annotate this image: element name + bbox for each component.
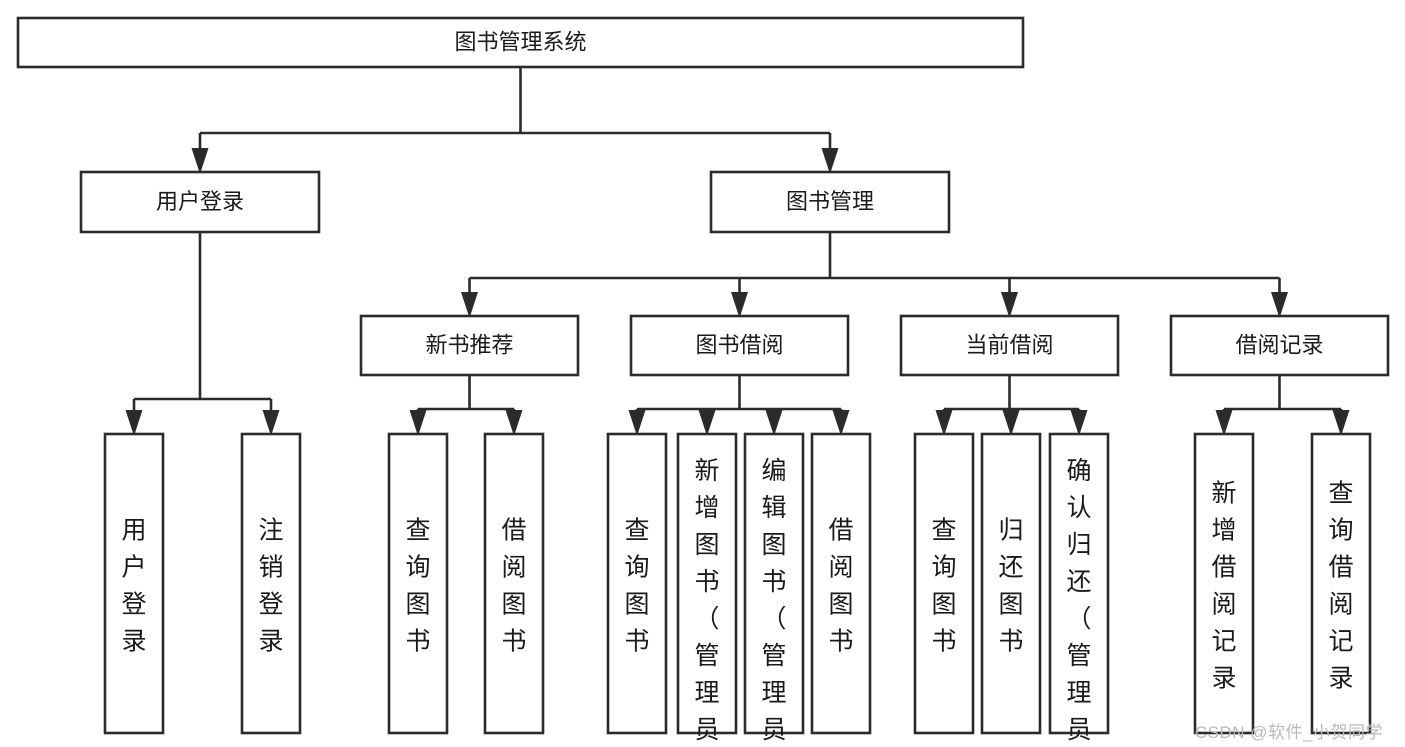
arrow-head-leaf-query-book-1 xyxy=(409,410,427,436)
arrow-head-leaf-user-login xyxy=(125,410,143,436)
node-leaf-add-record[interactable]: 新增借阅记录 xyxy=(1193,432,1255,735)
node-leaf-edit-book[interactable]: 编辑图书（管理员） xyxy=(743,432,805,747)
node-box-new-book-rec[interactable] xyxy=(359,314,580,377)
node-leaf-borrow-book-2[interactable]: 借阅图书 xyxy=(810,432,872,735)
node-box-book-manage[interactable] xyxy=(709,170,951,234)
node-leaf-user-login[interactable]: 用户登录 xyxy=(103,432,165,735)
node-leaf-return-book[interactable]: 归还图书 xyxy=(980,432,1042,735)
node-label-user-login: 用户登录 xyxy=(156,189,244,214)
arrow-head-leaf-edit-book xyxy=(765,410,783,436)
node-box-root[interactable] xyxy=(16,16,1025,69)
node-label-root: 图书管理系统 xyxy=(454,29,586,54)
node-box-leaf-user-login[interactable] xyxy=(103,432,165,735)
node-box-borrow-record[interactable] xyxy=(1169,314,1390,377)
arrow-head-leaf-add-record xyxy=(1215,410,1233,436)
node-label-leaf-user-login: 用户登录 xyxy=(121,516,146,655)
node-user-login[interactable]: 用户登录 xyxy=(79,170,321,234)
node-box-leaf-query-book-1[interactable] xyxy=(387,432,449,735)
arrow-head-leaf-query-book-2 xyxy=(628,410,646,436)
node-label-new-book-rec: 新书推荐 xyxy=(425,332,513,357)
node-label-leaf-add-book: 新增图书（管理员） xyxy=(694,457,719,747)
node-box-leaf-user-logout[interactable] xyxy=(240,432,302,735)
arrow-head-book-manage xyxy=(821,148,839,174)
node-box-leaf-add-book[interactable] xyxy=(676,432,738,735)
arrow-head-leaf-query-book-3 xyxy=(935,410,953,436)
arrow-head-leaf-query-record xyxy=(1332,410,1350,436)
node-label-leaf-query-book-1: 查询图书 xyxy=(405,516,430,655)
node-label-leaf-confirm-return: 确认归还（管理员） xyxy=(1066,457,1091,747)
node-root[interactable]: 图书管理系统 xyxy=(16,16,1025,69)
arrow-head-leaf-borrow-book-2 xyxy=(832,410,850,436)
csdn-watermark: CSDN @软件_小贺同学 xyxy=(1194,723,1383,742)
node-book-manage[interactable]: 图书管理 xyxy=(709,170,951,234)
node-label-current-borrow: 当前借阅 xyxy=(965,332,1053,357)
arrow-head-leaf-add-book xyxy=(698,410,716,436)
node-box-leaf-add-record[interactable] xyxy=(1193,432,1255,735)
node-box-leaf-query-book-2[interactable] xyxy=(606,432,668,735)
node-label-leaf-user-logout: 注销登录 xyxy=(258,516,283,655)
node-box-current-borrow[interactable] xyxy=(899,314,1120,377)
node-box-leaf-borrow-book-1[interactable] xyxy=(483,432,545,735)
node-box-book-borrow[interactable] xyxy=(629,314,850,377)
arrow-head-user-login xyxy=(191,148,209,174)
node-book-borrow[interactable]: 图书借阅 xyxy=(629,314,850,377)
arrow-head-book-borrow xyxy=(731,292,748,318)
node-borrow-record[interactable]: 借阅记录 xyxy=(1169,314,1390,377)
node-label-leaf-borrow-book-1: 借阅图书 xyxy=(501,516,526,655)
node-box-leaf-confirm-return[interactable] xyxy=(1048,432,1110,735)
node-new-book-rec[interactable]: 新书推荐 xyxy=(359,314,580,377)
node-box-leaf-edit-book[interactable] xyxy=(743,432,805,735)
node-leaf-query-book-1[interactable]: 查询图书 xyxy=(387,432,449,735)
node-box-leaf-query-book-3[interactable] xyxy=(913,432,975,735)
node-label-borrow-record: 借阅记录 xyxy=(1235,332,1323,357)
node-label-leaf-borrow-book-2: 借阅图书 xyxy=(828,516,853,655)
arrow-head-leaf-borrow-book-1 xyxy=(505,410,523,436)
node-leaf-query-book-2[interactable]: 查询图书 xyxy=(606,432,668,735)
node-label-leaf-edit-book: 编辑图书（管理员） xyxy=(761,457,786,747)
node-label-leaf-query-record: 查询借阅记录 xyxy=(1328,479,1353,692)
arrow-head-leaf-return-book xyxy=(1002,410,1020,436)
connector-layer xyxy=(125,67,1350,436)
node-leaf-confirm-return[interactable]: 确认归还（管理员） xyxy=(1048,432,1110,747)
node-leaf-borrow-book-1[interactable]: 借阅图书 xyxy=(483,432,545,735)
arrow-head-new-book-rec xyxy=(461,292,478,318)
node-box-leaf-query-record[interactable] xyxy=(1310,432,1372,735)
node-current-borrow[interactable]: 当前借阅 xyxy=(899,314,1120,377)
arrow-head-current-borrow xyxy=(1001,292,1018,318)
node-leaf-query-book-3[interactable]: 查询图书 xyxy=(913,432,975,735)
node-box-leaf-return-book[interactable] xyxy=(980,432,1042,735)
node-leaf-user-logout[interactable]: 注销登录 xyxy=(240,432,302,735)
node-leaf-add-book[interactable]: 新增图书（管理员） xyxy=(676,432,738,747)
arrow-head-leaf-confirm-return xyxy=(1070,410,1088,436)
arrow-head-leaf-user-logout xyxy=(262,410,280,436)
node-label-leaf-add-record: 新增借阅记录 xyxy=(1211,479,1236,692)
arrow-head-borrow-record xyxy=(1271,292,1288,318)
node-label-book-borrow: 图书借阅 xyxy=(695,332,783,357)
node-label-leaf-query-book-2: 查询图书 xyxy=(624,516,649,655)
node-label-book-manage: 图书管理 xyxy=(786,189,874,214)
node-label-leaf-query-book-3: 查询图书 xyxy=(931,516,956,655)
node-layer: 图书管理系统用户登录图书管理新书推荐图书借阅当前借阅借阅记录用户登录注销登录查询… xyxy=(16,16,1390,747)
node-box-user-login[interactable] xyxy=(79,170,321,234)
node-leaf-query-record[interactable]: 查询借阅记录 xyxy=(1310,432,1372,735)
node-box-leaf-borrow-book-2[interactable] xyxy=(810,432,872,735)
node-label-leaf-return-book: 归还图书 xyxy=(998,516,1023,655)
